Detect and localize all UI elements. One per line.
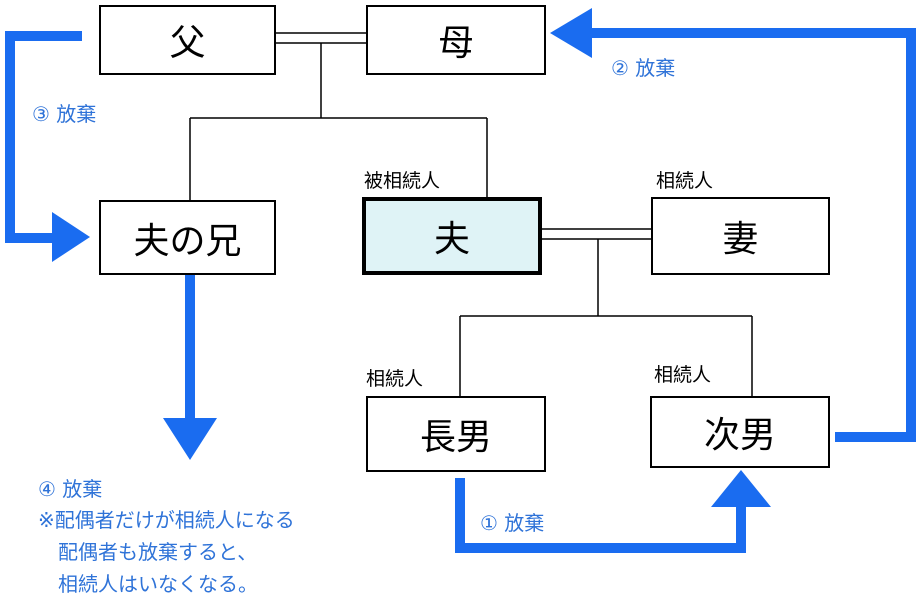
person-second-son: 次男 bbox=[650, 396, 830, 468]
label-heir-second-son: 相続人 bbox=[654, 364, 712, 386]
arrow-step-3 bbox=[5, 31, 82, 243]
arrow-step-1 bbox=[455, 478, 746, 553]
step-2-label: ② 放棄 bbox=[611, 56, 676, 80]
arrowhead-step-3 bbox=[52, 212, 90, 262]
person-husband-brother: 夫の兄 bbox=[99, 200, 276, 275]
person-wife: 妻 bbox=[651, 197, 830, 275]
step-3-label: ③ 放棄 bbox=[32, 102, 97, 126]
person-eldest-son: 長男 bbox=[366, 396, 546, 472]
footnote-line-1: ※配偶者だけが相続人になる bbox=[38, 508, 295, 532]
person-mother: 母 bbox=[366, 5, 546, 75]
arrowhead-step-4 bbox=[163, 418, 217, 460]
label-heir-eldest-son: 相続人 bbox=[366, 368, 424, 390]
arrowhead-step-1 bbox=[711, 470, 771, 507]
step-1-label: ① 放棄 bbox=[480, 511, 545, 535]
arrow-step-2 bbox=[590, 28, 916, 442]
footnote-line-3: 相続人はいなくなる。 bbox=[38, 572, 258, 596]
person-father: 父 bbox=[99, 5, 276, 75]
footnote-line-2: 配偶者も放棄すると、 bbox=[38, 540, 258, 564]
arrowhead-step-2 bbox=[550, 8, 592, 58]
step-4-label: ④ 放棄 bbox=[38, 477, 103, 501]
person-husband: 夫 bbox=[362, 197, 542, 275]
label-deceased: 被相続人 bbox=[364, 170, 441, 192]
label-heir-wife: 相続人 bbox=[656, 170, 714, 192]
